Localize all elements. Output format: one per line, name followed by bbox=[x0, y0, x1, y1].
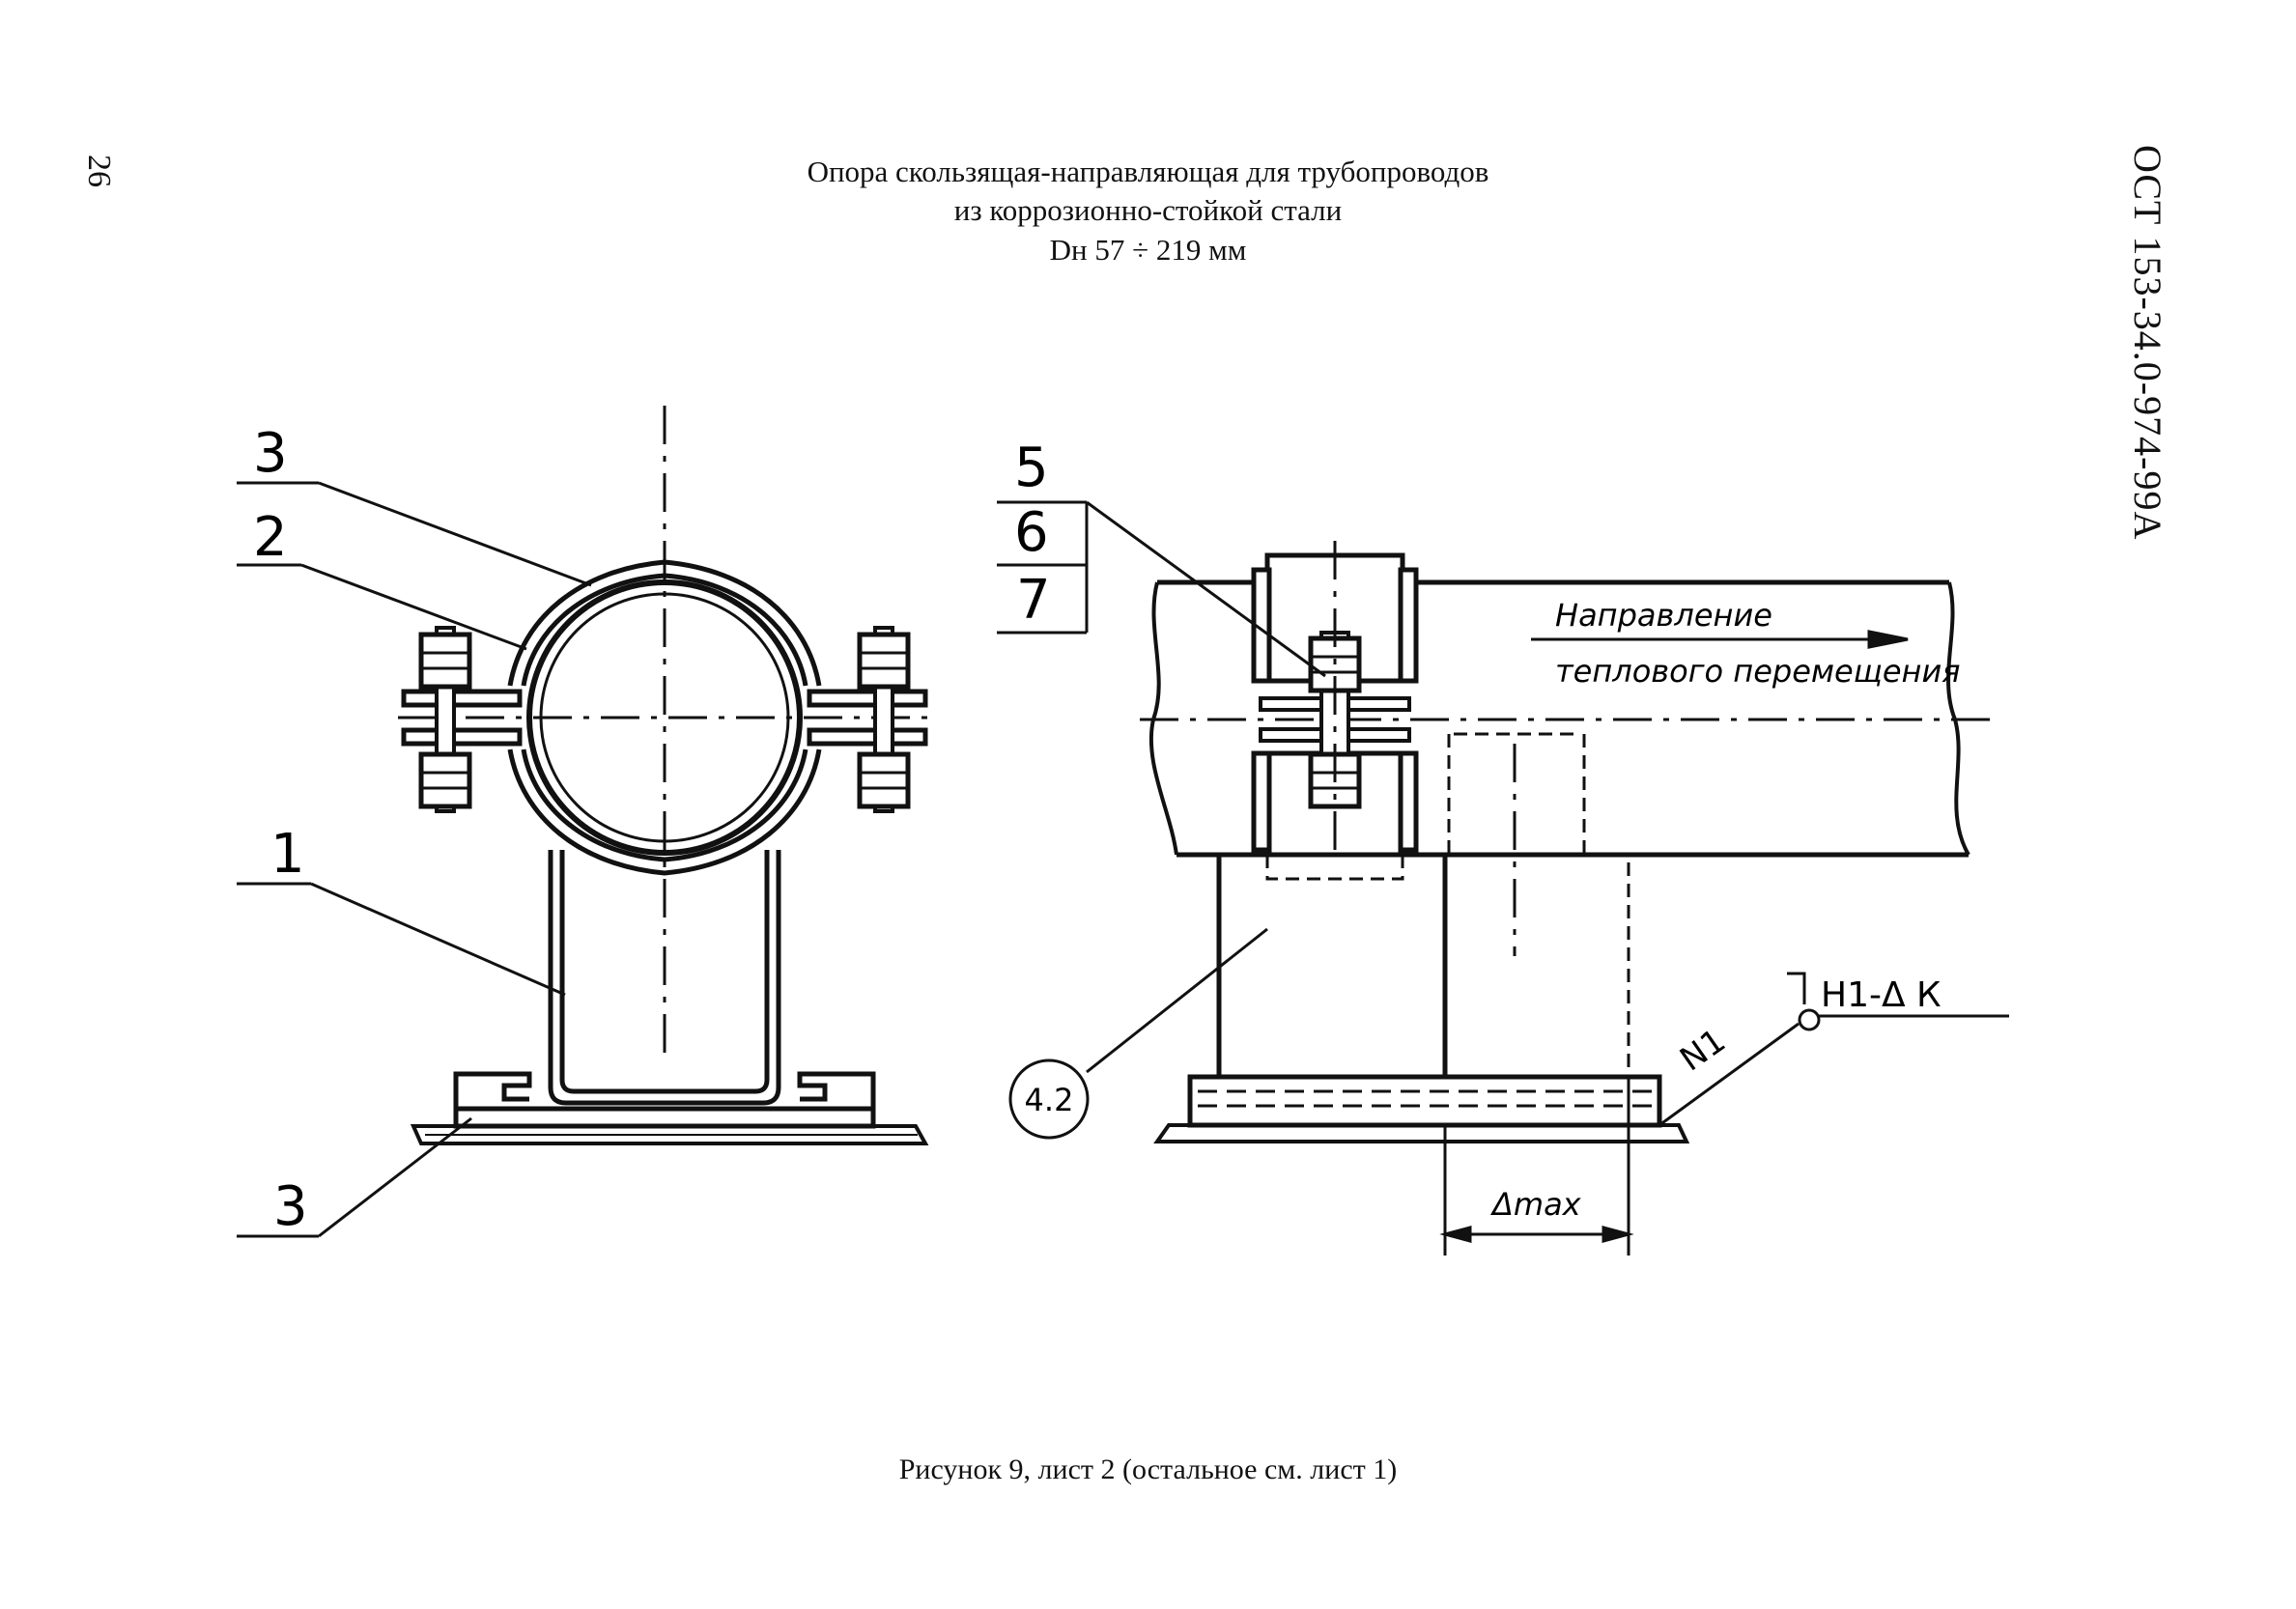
bolt-left bbox=[421, 626, 469, 813]
pipe-section bbox=[526, 579, 803, 856]
direction-note-line-2: теплового перемещения bbox=[1555, 653, 1961, 690]
base-side bbox=[1153, 1074, 1690, 1143]
clamp bbox=[401, 559, 928, 876]
front-leaders bbox=[237, 481, 592, 1238]
callout-front-2: 2 bbox=[253, 506, 288, 569]
side-leaders bbox=[997, 500, 2009, 1127]
detail-ref-circle bbox=[1008, 1059, 1090, 1140]
callout-side-6: 6 bbox=[1014, 501, 1049, 564]
callout-front-1: 1 bbox=[270, 823, 305, 886]
dimension-dmax bbox=[1439, 1077, 1634, 1256]
side-view bbox=[997, 500, 2009, 1256]
title-line-1: Опора скользящая-направляющая для трубоп… bbox=[807, 155, 1489, 188]
title-line-3: Dн 57 ÷ 219 мм bbox=[1049, 233, 1247, 267]
front-view bbox=[237, 406, 929, 1238]
clamp-side bbox=[1251, 541, 1419, 1120]
weld-symbol bbox=[1798, 1008, 1821, 1031]
dimension-label: Δmax bbox=[1489, 1186, 1582, 1223]
title-line-2: из коррозионно-стойкой стали bbox=[953, 193, 1343, 227]
weld-code: Н1-Δ К bbox=[1821, 975, 1942, 1015]
base-guides bbox=[410, 1071, 929, 1145]
support-side bbox=[1216, 732, 1630, 1080]
detail-ref-label: 4.2 bbox=[1025, 1082, 1074, 1118]
callout-side-7: 7 bbox=[1016, 569, 1051, 632]
support-body bbox=[548, 850, 781, 1106]
weld-mark: N1 bbox=[1673, 1022, 1733, 1080]
direction-note-line-1: Направление bbox=[1555, 597, 1772, 634]
figure-caption: Рисунок 9, лист 2 (остальное см. лист 1) bbox=[898, 1454, 1398, 1485]
callout-front-3-bottom: 3 bbox=[273, 1175, 308, 1238]
callout-front-3-top: 3 bbox=[253, 422, 288, 485]
callout-side-5: 5 bbox=[1014, 437, 1049, 499]
bolt-right bbox=[860, 626, 908, 813]
direction-arrow bbox=[1531, 630, 1909, 649]
